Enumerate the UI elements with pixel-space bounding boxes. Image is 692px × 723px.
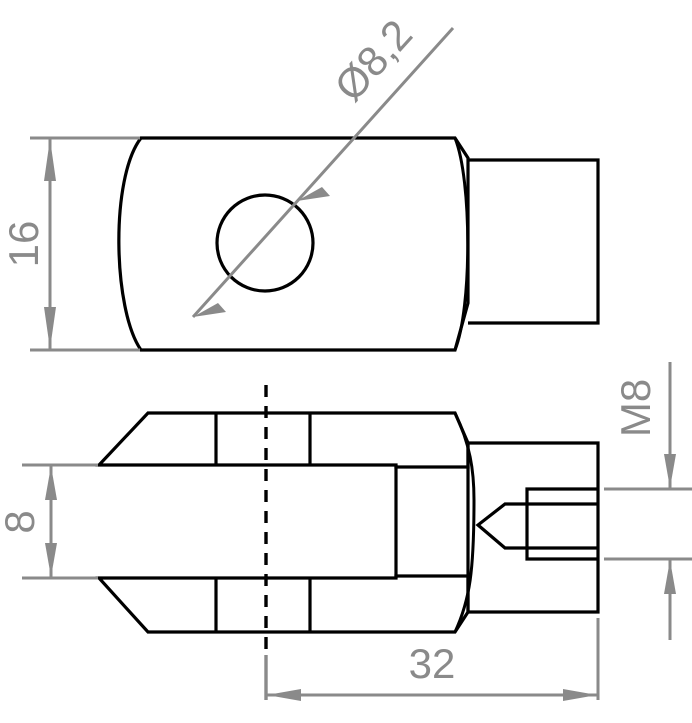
- dim-label-hole-diameter: Ø8,2: [325, 11, 421, 110]
- dimension-m8-group: M8: [604, 362, 692, 640]
- dim-arrow-8-top: [45, 466, 57, 500]
- dim-arrow-32-left: [267, 689, 301, 701]
- dim-arrow-16-top: [44, 139, 56, 181]
- side-view-boss-rect: [466, 441, 600, 614]
- leader-arrow-upper: [297, 187, 330, 201]
- top-view-hex-bulge: [453, 137, 470, 351]
- side-view-group: [95, 411, 600, 634]
- top-view-boss-rect: [468, 158, 600, 325]
- side-view-hex-bulge-lower: [453, 499, 476, 633]
- dim-arrow-16-bottom: [44, 307, 56, 349]
- dim-arrow-m8-bottom: [664, 560, 676, 594]
- side-view-hex-bulge-upper: [453, 412, 476, 501]
- dim-arrow-32-right: [563, 689, 597, 701]
- dim-arrow-m8-top: [664, 454, 676, 488]
- leader-line-hole-diameter: [191, 26, 455, 319]
- dim-arrow-8-bottom: [45, 543, 57, 577]
- dimension-16-group: 16: [0, 136, 140, 352]
- diameter-callout-group: Ø8,2: [191, 11, 455, 319]
- pin-hole-circle: [215, 193, 315, 293]
- dim-label-32: 32: [409, 640, 456, 687]
- top-view-group: [117, 136, 600, 352]
- top-view-body-outline: [117, 136, 470, 352]
- thread-major-diameter: [525, 487, 598, 561]
- dim-label-m8: M8: [612, 379, 659, 437]
- dim-label-8: 8: [0, 510, 43, 533]
- leader-arrow-lower: [193, 303, 226, 317]
- dimension-8-group: 8: [0, 463, 98, 580]
- thread-minor-diameter-with-cone: [475, 502, 598, 550]
- dim-label-16: 16: [0, 221, 47, 268]
- dimension-32-group: 32: [266, 618, 600, 701]
- side-view-lower-prong: [95, 574, 470, 634]
- side-view-upper-prong: [95, 411, 470, 469]
